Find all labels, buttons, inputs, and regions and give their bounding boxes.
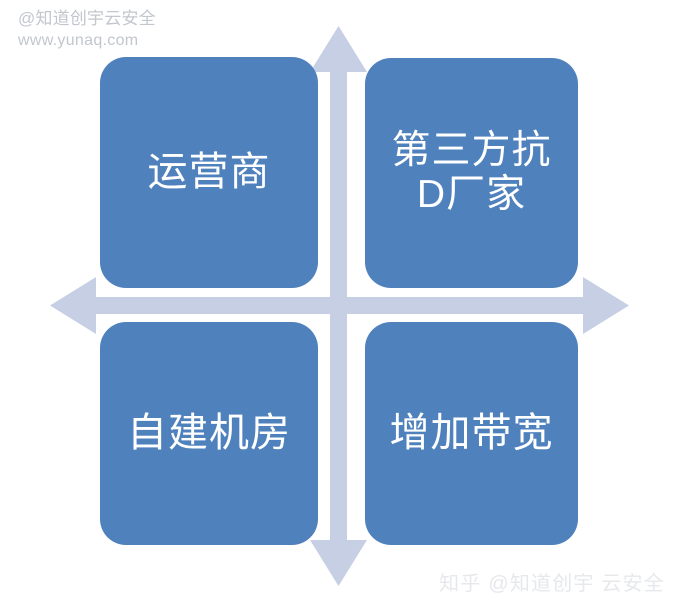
watermark-website-url: www.yunaq.com [18, 32, 139, 50]
quadrant-label-third-party-anti-ddos-vendor: 第三方抗 D厂家 [391, 129, 552, 216]
quadrant-box-increase-bandwidth[interactable]: 增加带宽 [365, 322, 578, 545]
quadrant-box-third-party-anti-ddos-vendor[interactable]: 第三方抗 D厂家 [365, 58, 578, 288]
quadrant-label-increase-bandwidth: 增加带宽 [389, 411, 554, 456]
watermark-top-left: @知道创宇云安全 www.yunaq.com [18, 8, 156, 52]
quadrant-box-self-built-data-center[interactable]: 自建机房 [100, 322, 318, 545]
quadrant-label-operator: 运营商 [147, 150, 271, 195]
arrowhead-down-icon [310, 540, 367, 586]
quadrant-box-operator[interactable]: 运营商 [100, 57, 318, 288]
quadrant-label-self-built-data-center: 自建机房 [127, 411, 291, 456]
arrowhead-right-icon [583, 277, 629, 334]
watermark-bottom-right: 知乎 @知道创宇 云安全 [439, 573, 665, 595]
vertical-axis-arrow [310, 26, 367, 586]
arrowhead-left-icon [50, 277, 96, 334]
watermark-account-name: @知道创宇云安全 [18, 9, 156, 28]
arrowhead-up-icon [310, 26, 367, 72]
